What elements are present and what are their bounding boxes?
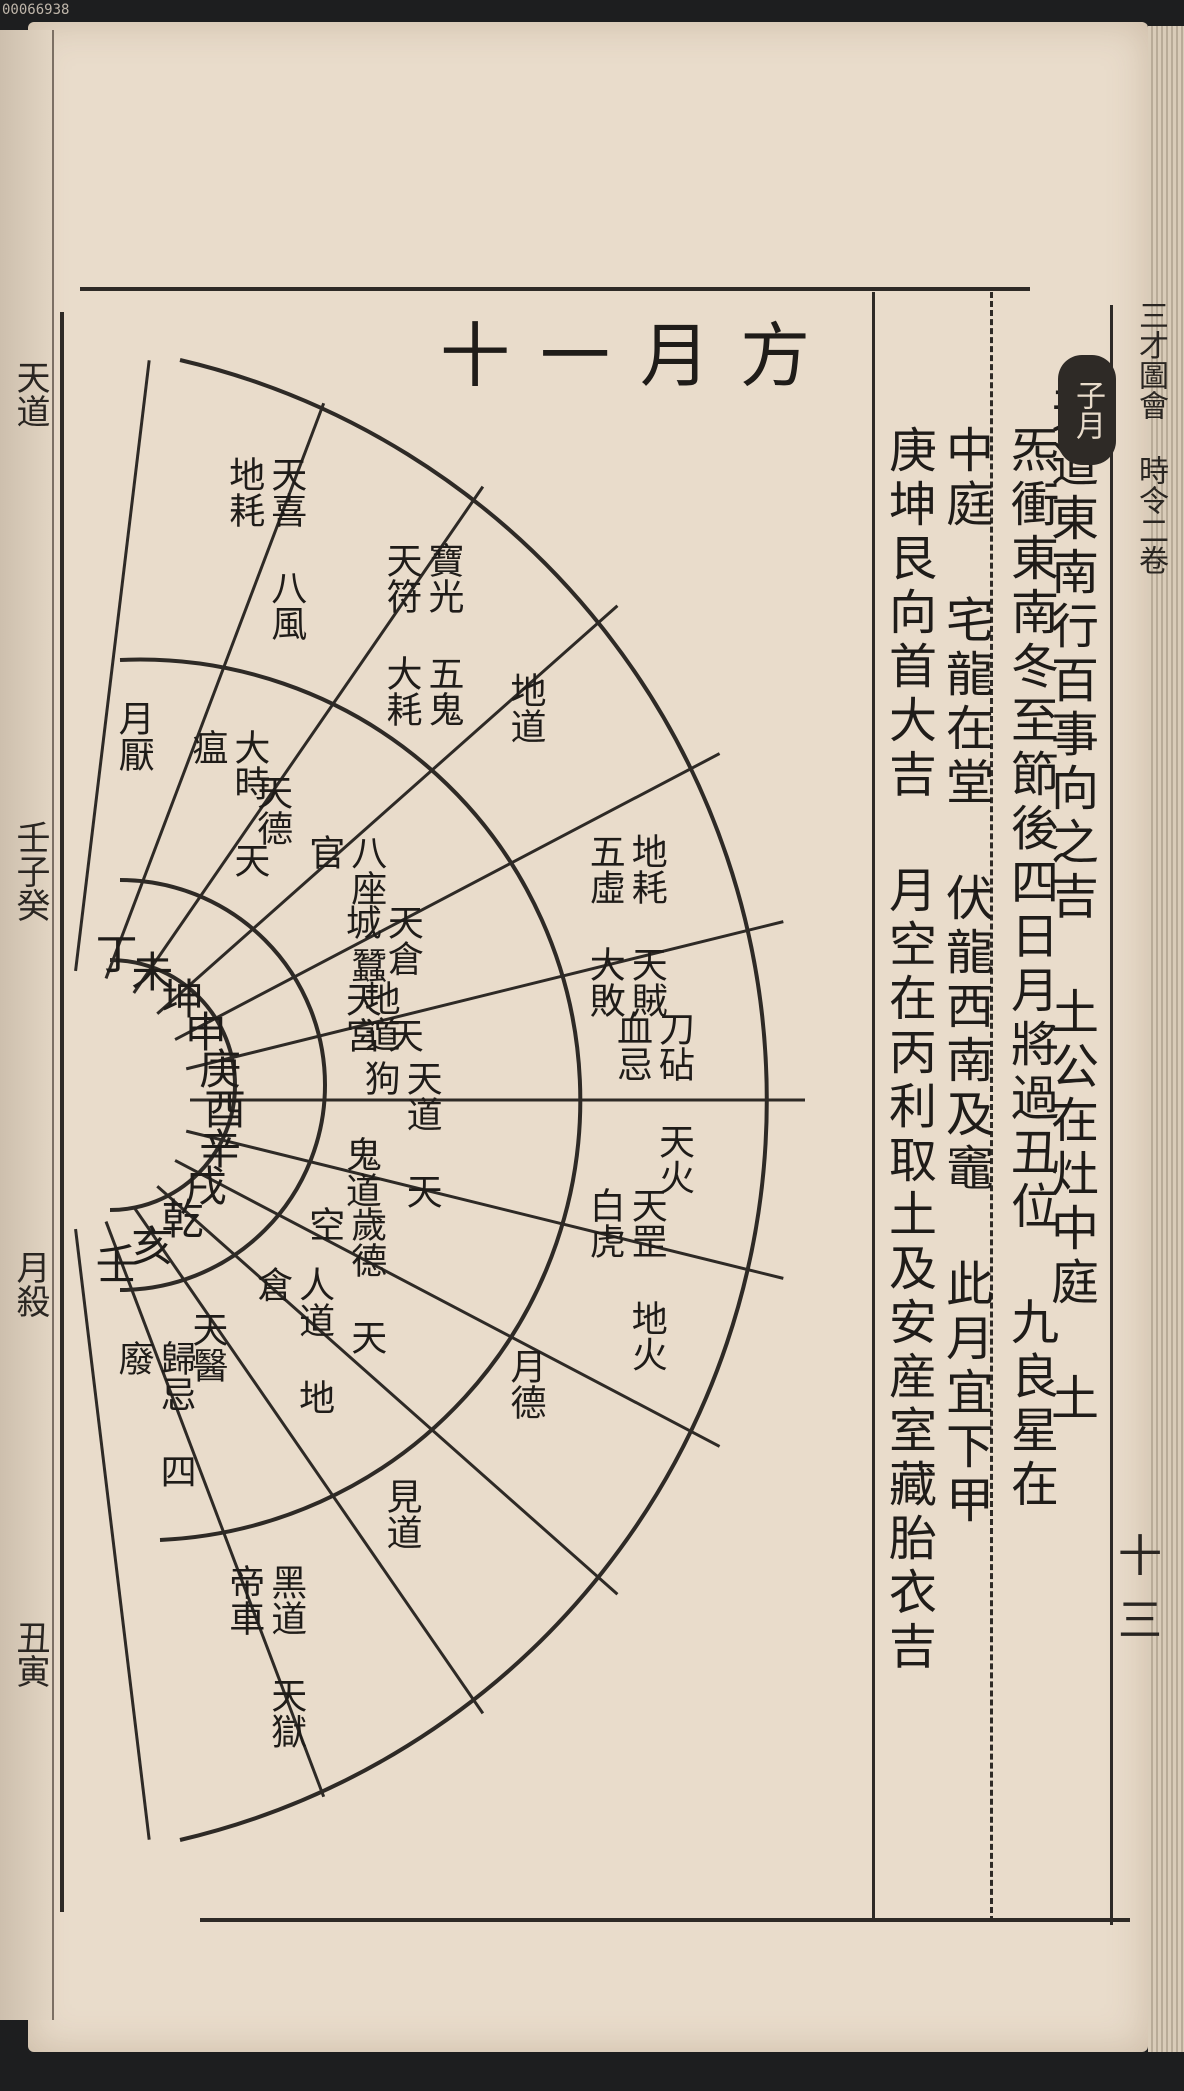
page-edge <box>1148 26 1184 2052</box>
frame-left-rule <box>60 312 64 1912</box>
wheel-spoke <box>185 920 784 1071</box>
column-divider-dashed <box>990 292 993 1922</box>
wheel-spoke <box>156 1185 619 1596</box>
outer-segment-label: 寶光 五鬼 天符 大耗 <box>380 542 464 728</box>
book-gutter <box>0 30 54 2020</box>
text-column-2: 炁衝東南冬至節後四日月將過丑位 九良星在 <box>1002 425 1058 1513</box>
middle-segment-label: 鬼道 <box>339 1136 381 1209</box>
wheel-spoke <box>132 485 485 994</box>
frame-top-rule <box>80 287 1030 291</box>
wheel-spoke <box>104 402 326 979</box>
book-page <box>28 22 1148 2052</box>
left-page-text-1: 天道 <box>10 360 50 428</box>
text-column-1: 天道東南行百事向之吉 土公在灶中庭 土 <box>1042 385 1098 1427</box>
outer-segment-label: 刀砧 天火 血忌 <box>611 1010 694 1195</box>
left-page-text-4: 丑寅 <box>10 1620 50 1688</box>
middle-segment-label: 天德 <box>251 774 293 847</box>
outer-segment-label: 地道 <box>504 671 546 744</box>
frame-bottom-rule <box>200 1918 1130 1922</box>
left-page-text-3: 月殺 <box>10 1250 50 1318</box>
inner-ring-label: 申 <box>184 1007 227 1057</box>
middle-segment-label: 歸忌 四廢 <box>112 1339 196 1489</box>
middle-segment-label: 天醫 <box>186 1311 228 1384</box>
middle-segment-label: 天道 天狗 <box>358 1059 442 1209</box>
wheel-spoke <box>132 1206 485 1715</box>
inner-ring-label: 未 <box>131 948 174 998</box>
wheel-spoke <box>185 1129 784 1280</box>
text-column-4: 庚坤艮向首大吉 月空在丙利取土及安産室藏胎衣吉 <box>880 425 936 1675</box>
column-divider <box>872 292 875 1922</box>
inner-ring-label: 坤 <box>161 974 204 1024</box>
left-page-text-2: 壬子癸 <box>10 820 50 922</box>
wheel-spoke <box>174 752 721 1041</box>
outer-segment-label: 黑道 天獄 帝車 <box>223 1564 307 1750</box>
outer-segment-label: 見道 <box>380 1477 422 1550</box>
wheel-spoke <box>74 1228 151 1840</box>
wheel-spoke <box>174 1159 721 1448</box>
archive-stamp: 00066938 <box>2 2 70 18</box>
outer-segment-label: 天喜 八風 地耗 <box>223 455 307 641</box>
inner-ring-label: 酉 <box>204 1085 247 1134</box>
inner-ring-label: 亥 <box>131 1221 174 1271</box>
middle-segment-label: 大時 天瘟 <box>186 728 270 878</box>
middle-segment-label: 地道 <box>358 980 400 1053</box>
middle-segment-label: 人道 地倉 <box>251 1265 335 1415</box>
month-title: 十一月方 <box>440 315 840 397</box>
seal-label: 子月 <box>1058 355 1116 465</box>
outer-segment-label: 天罡 地火 白虎 <box>583 1187 667 1373</box>
middle-segment-label: 月厭 <box>112 700 154 773</box>
inner-arc <box>119 878 327 1292</box>
wheel-spoke <box>104 1221 326 1798</box>
inner-ring-label: 乾 <box>161 1195 204 1245</box>
text-column-3: 中庭 宅龍在堂 伏龍西南及竈 此月宜下甲 <box>937 425 993 1529</box>
middle-segment-label: 八座 蠶官 <box>303 833 387 983</box>
wheel-spoke <box>74 360 151 972</box>
outer-segment-label: 月德 <box>504 1348 546 1421</box>
inner-ring-label: 庚 <box>199 1045 242 1095</box>
middle-segment-label: 歲德 天空 <box>303 1206 387 1356</box>
inner-ring-label: 丁 <box>95 930 138 979</box>
inner-ring-label: 戌 <box>184 1162 227 1212</box>
inner-ring-label: 壬 <box>95 1239 138 1289</box>
middle-segment-label: 天倉 天城 天宮 <box>339 903 423 1053</box>
frame-right-rule <box>1110 305 1113 1925</box>
wheel-spoke <box>156 604 619 1015</box>
outer-segment-label: 地耗 天賊 五虛 大敗 <box>583 832 667 1018</box>
header-margin: 三才圖會 時令二卷 <box>1133 300 1168 575</box>
inner-ring-label: 辛 <box>199 1124 242 1174</box>
page-number: 十三 <box>1118 1531 1162 1646</box>
